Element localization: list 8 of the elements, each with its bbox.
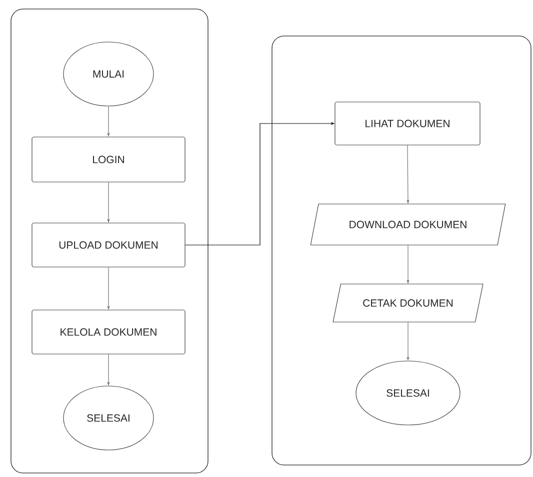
process-box: KELOLA DOKUMEN [32,310,186,354]
swimlane-panel [272,36,532,466]
process-box: LOGIN [32,136,186,182]
process-box: LIHAT DOKUMEN [334,102,480,146]
process-box: UPLOAD DOKUMEN [32,222,186,268]
data-parallelogram: CETAK DOKUMEN [332,284,484,322]
swimlane-panel [10,8,208,474]
data-parallelogram: DOWNLOAD DOKUMEN [310,204,506,246]
